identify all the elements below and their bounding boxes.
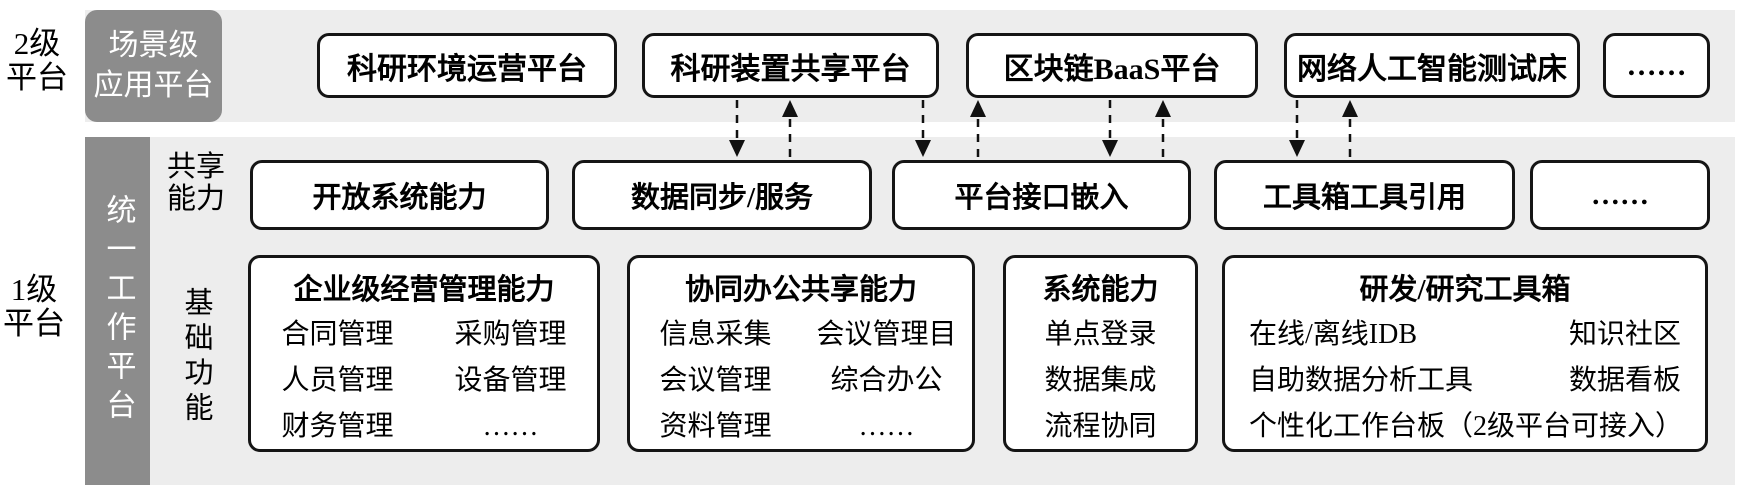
group-item: 信息采集 xyxy=(659,319,772,350)
group-item-row: 数据集成 xyxy=(1006,358,1195,404)
group-item: …… xyxy=(482,411,539,442)
group-item-row: 合同管理 采购管理 xyxy=(251,312,597,358)
group-item-row: 自助数据分析工具 数据看板 xyxy=(1225,358,1705,404)
group-item: 采购管理 xyxy=(454,319,567,350)
level1-side-label-line2: 平台 xyxy=(3,306,65,341)
group-item-row: 资料管理 …… xyxy=(630,404,972,450)
level2-side-label-line1: 2级 xyxy=(13,26,61,61)
group-item: …… xyxy=(858,411,915,442)
group-item: 数据看板 xyxy=(1568,365,1681,396)
base-function-label-text: 基础功能 xyxy=(180,287,212,427)
group-item: 自助数据分析工具 xyxy=(1249,365,1474,396)
level1-side-label: 1级 平台 xyxy=(2,273,66,341)
unified-work-platform-label: 统一工作平台 xyxy=(101,194,135,428)
group-item: 合同管理 xyxy=(281,319,394,350)
level1-side-label-line1: 1级 xyxy=(10,272,58,307)
base-group-enterprise-mgmt: 企业级经营管理能力 合同管理 采购管理 人员管理 设备管理 财务管理 …… xyxy=(248,255,600,452)
share-capability-label: 共享 能力 xyxy=(156,151,236,215)
level2-platform-box-ellipsis: …… xyxy=(1603,33,1710,98)
base-group-system-capability: 系统能力 单点登录 数据集成 流程协同 xyxy=(1003,255,1198,452)
group-item: 设备管理 xyxy=(454,365,567,396)
group-item-row: 人员管理 设备管理 xyxy=(251,358,597,404)
header-line2: 应用平台 xyxy=(93,69,214,102)
group-title: 企业级经营管理能力 xyxy=(293,274,555,306)
share-box-open-system: 开放系统能力 xyxy=(250,160,549,230)
group-item: 流程协同 xyxy=(1044,411,1157,442)
unified-work-platform-bar: 统一工作平台 xyxy=(85,137,150,485)
base-function-label: 基础功能 xyxy=(156,287,236,432)
base-group-collab-office: 协同办公共享能力 信息采集 会议管理目 会议管理 综合办公 资料管理 …… xyxy=(627,255,975,452)
share-box-ellipsis: …… xyxy=(1530,160,1710,230)
level2-side-label-line2: 平台 xyxy=(6,60,68,95)
group-title: 协同办公共享能力 xyxy=(684,274,917,306)
group-item-row: 信息采集 会议管理目 xyxy=(630,312,972,358)
group-item: 在线/离线IDB xyxy=(1249,319,1418,350)
group-item-row: 财务管理 …… xyxy=(251,404,597,450)
group-item-row: 在线/离线IDB 知识社区 xyxy=(1225,312,1705,358)
group-title: 系统能力 xyxy=(1042,274,1159,306)
group-item: 会议管理 xyxy=(659,365,772,396)
level2-side-label: 2级 平台 xyxy=(4,27,70,95)
group-item-row: 单点登录 xyxy=(1006,312,1195,358)
group-item: 资料管理 xyxy=(659,411,772,442)
level2-platform-box-research-env: 科研环境运营平台 xyxy=(317,33,617,98)
group-item: 会议管理目 xyxy=(816,319,957,350)
scene-level-app-platform-header: 场景级 应用平台 xyxy=(85,10,222,122)
group-item: 知识社区 xyxy=(1568,319,1681,350)
group-item: 人员管理 xyxy=(281,365,394,396)
share-box-api-embed: 平台接口嵌入 xyxy=(892,160,1191,230)
group-item: 财务管理 xyxy=(281,411,394,442)
share-capability-label-line1: 共享 xyxy=(166,151,225,183)
share-box-toolbox-ref: 工具箱工具引用 xyxy=(1214,160,1515,230)
group-item-row: 个性化工作台板（2级平台可接入） xyxy=(1225,404,1705,450)
level2-platform-box-blockchain-baas: 区块链BaaS平台 xyxy=(966,33,1258,98)
share-capability-label-line2: 能力 xyxy=(166,183,225,215)
group-item: 数据集成 xyxy=(1044,365,1157,396)
level2-platform-box-device-sharing: 科研装置共享平台 xyxy=(642,33,939,98)
header-line1: 场景级 xyxy=(108,29,199,62)
group-item-row: 会议管理 综合办公 xyxy=(630,358,972,404)
base-group-rd-toolbox: 研发/研究工具箱 在线/离线IDB 知识社区 自助数据分析工具 数据看板 个性化… xyxy=(1222,255,1708,452)
group-item: 个性化工作台板（2级平台可接入） xyxy=(1249,411,1684,442)
group-item: 单点登录 xyxy=(1044,319,1157,350)
group-title: 研发/研究工具箱 xyxy=(1359,274,1571,306)
share-box-data-sync: 数据同步/服务 xyxy=(572,160,872,230)
group-item: 综合办公 xyxy=(830,365,943,396)
level2-platform-box-ai-testbed: 网络人工智能测试床 xyxy=(1284,33,1580,98)
group-item-row: 流程协同 xyxy=(1006,404,1195,450)
